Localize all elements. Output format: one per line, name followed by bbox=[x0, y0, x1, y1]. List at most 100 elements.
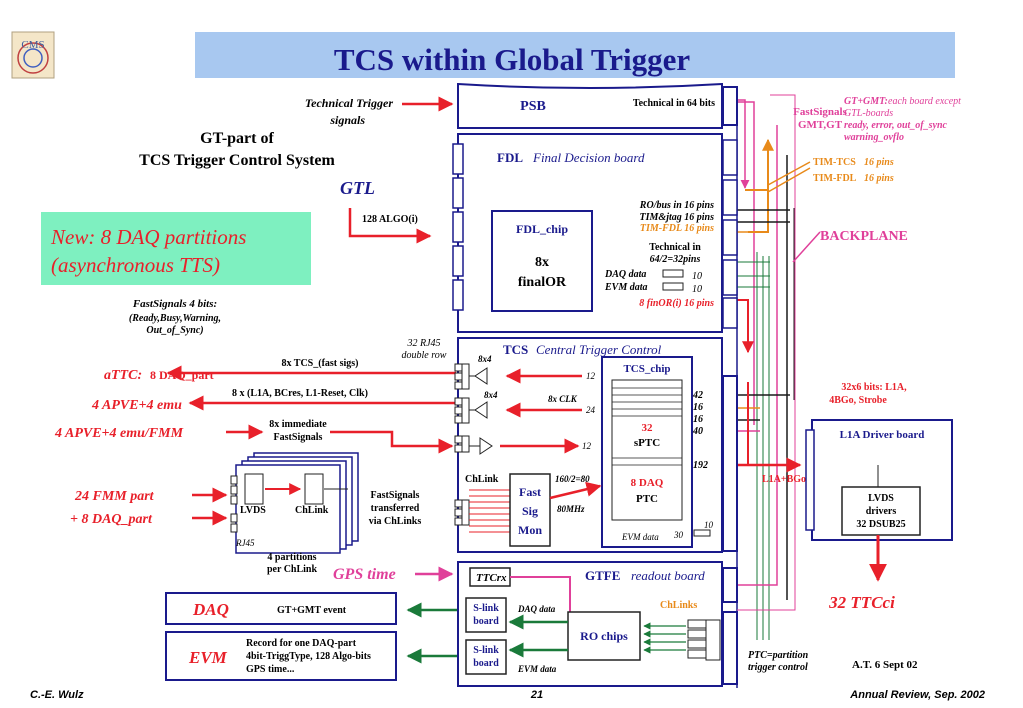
l1a-driver-label: L1A Driver board bbox=[840, 429, 925, 441]
ptc-note-2: trigger control bbox=[748, 662, 808, 673]
backplane-pointer bbox=[792, 231, 821, 263]
fmm-label-2: + 8 DAQ_part bbox=[70, 512, 153, 527]
daq-label: DAQ bbox=[192, 600, 229, 619]
apve-label-2: 4 APVE+4 emu/FMM bbox=[54, 426, 184, 441]
psb-board bbox=[457, 82, 723, 129]
ptc-note-1: PTC=partition bbox=[748, 650, 809, 661]
twelve-1: 12 bbox=[586, 371, 596, 381]
immediate-label-2: FastSignals bbox=[274, 432, 323, 443]
pin-16a: 16 bbox=[693, 402, 703, 413]
evm-ten: 10 bbox=[692, 284, 702, 295]
fastsig-label-1: FastSignals 4 bits: bbox=[132, 298, 217, 310]
gt-part-label-2: TCS Trigger Control System bbox=[139, 152, 335, 169]
apve-label-1: 4 APVE+4 emu bbox=[91, 398, 182, 413]
rj45-top-2: double row bbox=[402, 350, 447, 361]
evm-box bbox=[165, 631, 397, 681]
gt-part-label-1: GT-part of bbox=[200, 130, 274, 147]
pin-40: 40 bbox=[692, 426, 703, 437]
new-partitions-line2: (asynchronous TTS) bbox=[51, 253, 220, 277]
evm-data-label: EVM data bbox=[517, 664, 557, 674]
daq-data-fdl: DAQ data bbox=[604, 269, 646, 280]
twelve-2: 12 bbox=[582, 441, 592, 451]
l1a-bcres-label: 8 x (L1A, BCres, L1-Reset, Clk) bbox=[232, 388, 368, 399]
sptc-label-1: 32 bbox=[642, 422, 654, 434]
slink1-label-2: board bbox=[473, 616, 499, 627]
ready-line1: ready, error, out_of_sync bbox=[844, 120, 948, 131]
tcs-full: Central Trigger Control bbox=[536, 342, 662, 357]
date-label: A.T. 6 Sept 02 bbox=[852, 659, 918, 671]
evm-record-3: GPS time... bbox=[246, 664, 295, 675]
slink-board-1 bbox=[465, 597, 507, 633]
ready-line2: warning_ovflo bbox=[844, 132, 904, 143]
partitions-label-2: per ChLink bbox=[267, 564, 318, 575]
pin-192: 192 bbox=[693, 460, 708, 471]
tim-fdl-pins: 16 pins bbox=[864, 173, 894, 184]
fastsig-label-3: Out_of_Sync) bbox=[146, 325, 203, 336]
timfdl-inner-label: TIM-FDL 16 pins bbox=[640, 223, 714, 234]
fdl-abbr: FDL bbox=[497, 150, 523, 165]
timjtag-label: TIM&jtag 16 pins bbox=[640, 212, 715, 223]
ro-chips bbox=[567, 611, 641, 661]
eight-x4-1: 8x4 bbox=[478, 354, 492, 364]
evm-record-2: 4bit-TriggType, 128 Algo-bits bbox=[246, 651, 371, 662]
page-title: TCS within Global Trigger bbox=[334, 42, 690, 77]
tim-tcs-label: TIM-TCS bbox=[813, 157, 856, 168]
eight-x4-2: 8x4 bbox=[484, 390, 498, 400]
lvds-drivers-box bbox=[841, 486, 921, 536]
ptc-label-1: 8 DAQ bbox=[631, 477, 664, 489]
fs-transferred-3: via ChLinks bbox=[369, 516, 422, 527]
ratio-label: 160/2=80 bbox=[555, 474, 590, 484]
psb-label: PSB bbox=[520, 99, 546, 114]
ten-tcs: 10 bbox=[704, 520, 714, 530]
tim-fdl-label: TIM-FDL bbox=[813, 173, 857, 184]
fdl-chip bbox=[491, 210, 593, 312]
chlink-label: ChLink bbox=[465, 474, 499, 485]
l1a-bgo-label: L1A+BGo bbox=[762, 474, 806, 485]
lvds-drivers-2: drivers bbox=[866, 506, 897, 517]
gtfe-full: readout board bbox=[631, 568, 705, 583]
gtgmt-line2: GTL-boards bbox=[844, 108, 893, 119]
pin-16b: 16 bbox=[693, 414, 703, 425]
fastsignals-label-1: FastSignals bbox=[793, 106, 848, 118]
bits-label-1: 32x6 bits: L1A, bbox=[841, 382, 907, 393]
ptc-label-2: PTC bbox=[636, 493, 658, 505]
chlinks-label: ChLinks bbox=[660, 600, 697, 611]
backplane-label: BACKPLANE bbox=[820, 229, 908, 244]
daq-ten: 10 bbox=[692, 271, 702, 282]
tech-trigger-label-1: Technical Trigger bbox=[305, 96, 393, 110]
daq-data-label: DAQ data bbox=[517, 604, 556, 614]
gtgmt-line1: each board except bbox=[888, 96, 961, 107]
partitions-label-1: 4 partitions bbox=[267, 552, 316, 563]
fs-transferred-2: transferred bbox=[371, 503, 420, 514]
evm-data-fdl: EVM data bbox=[604, 282, 648, 293]
algo-arrow bbox=[348, 208, 432, 244]
gtgmt-head: GT+GMT: bbox=[844, 96, 888, 107]
immediate-arrow bbox=[330, 430, 454, 454]
eight-x-clk: 8x CLK bbox=[548, 394, 578, 404]
fsm-label-3: Mon bbox=[518, 523, 542, 537]
mhz-label: 80MHz bbox=[557, 504, 585, 514]
finalor-label-2: finalOR bbox=[518, 275, 567, 290]
bits-label-2: 4BGo, Strobe bbox=[829, 395, 887, 406]
lvds-card-label: LVDS bbox=[240, 505, 266, 516]
slink2-label-1: S-link bbox=[473, 645, 499, 656]
tech-in-label-1: Technical in bbox=[649, 242, 701, 253]
fastsignals-label-2: GMT,GT bbox=[798, 119, 843, 131]
lvds-drivers-1: LVDS bbox=[868, 493, 894, 504]
tim-tcs-pins: 16 pins bbox=[864, 157, 894, 168]
finor-label: 8 finOR(i) 16 pins bbox=[639, 298, 714, 309]
lvds-drivers-3: 32 DSUB25 bbox=[856, 519, 905, 530]
ttcrx-label: TTCrx bbox=[476, 572, 507, 584]
tcs-abbr: TCS bbox=[503, 342, 528, 357]
gtl-label: GTL bbox=[340, 178, 375, 198]
technical-64-label: Technical in 64 bits bbox=[633, 98, 715, 109]
gps-label: GPS time bbox=[333, 566, 396, 583]
rj45-bottom-label: RJ45 bbox=[235, 538, 255, 548]
robus-label: RO/bus in 16 pins bbox=[639, 200, 714, 211]
slink-board-2 bbox=[465, 639, 507, 675]
daq-box bbox=[165, 592, 397, 625]
chlink-card-label: ChLink bbox=[295, 505, 329, 516]
attc-label: aTTC: bbox=[104, 368, 142, 383]
fmm-label-1: 24 FMM part bbox=[74, 489, 155, 504]
new-partitions-box bbox=[41, 212, 311, 285]
